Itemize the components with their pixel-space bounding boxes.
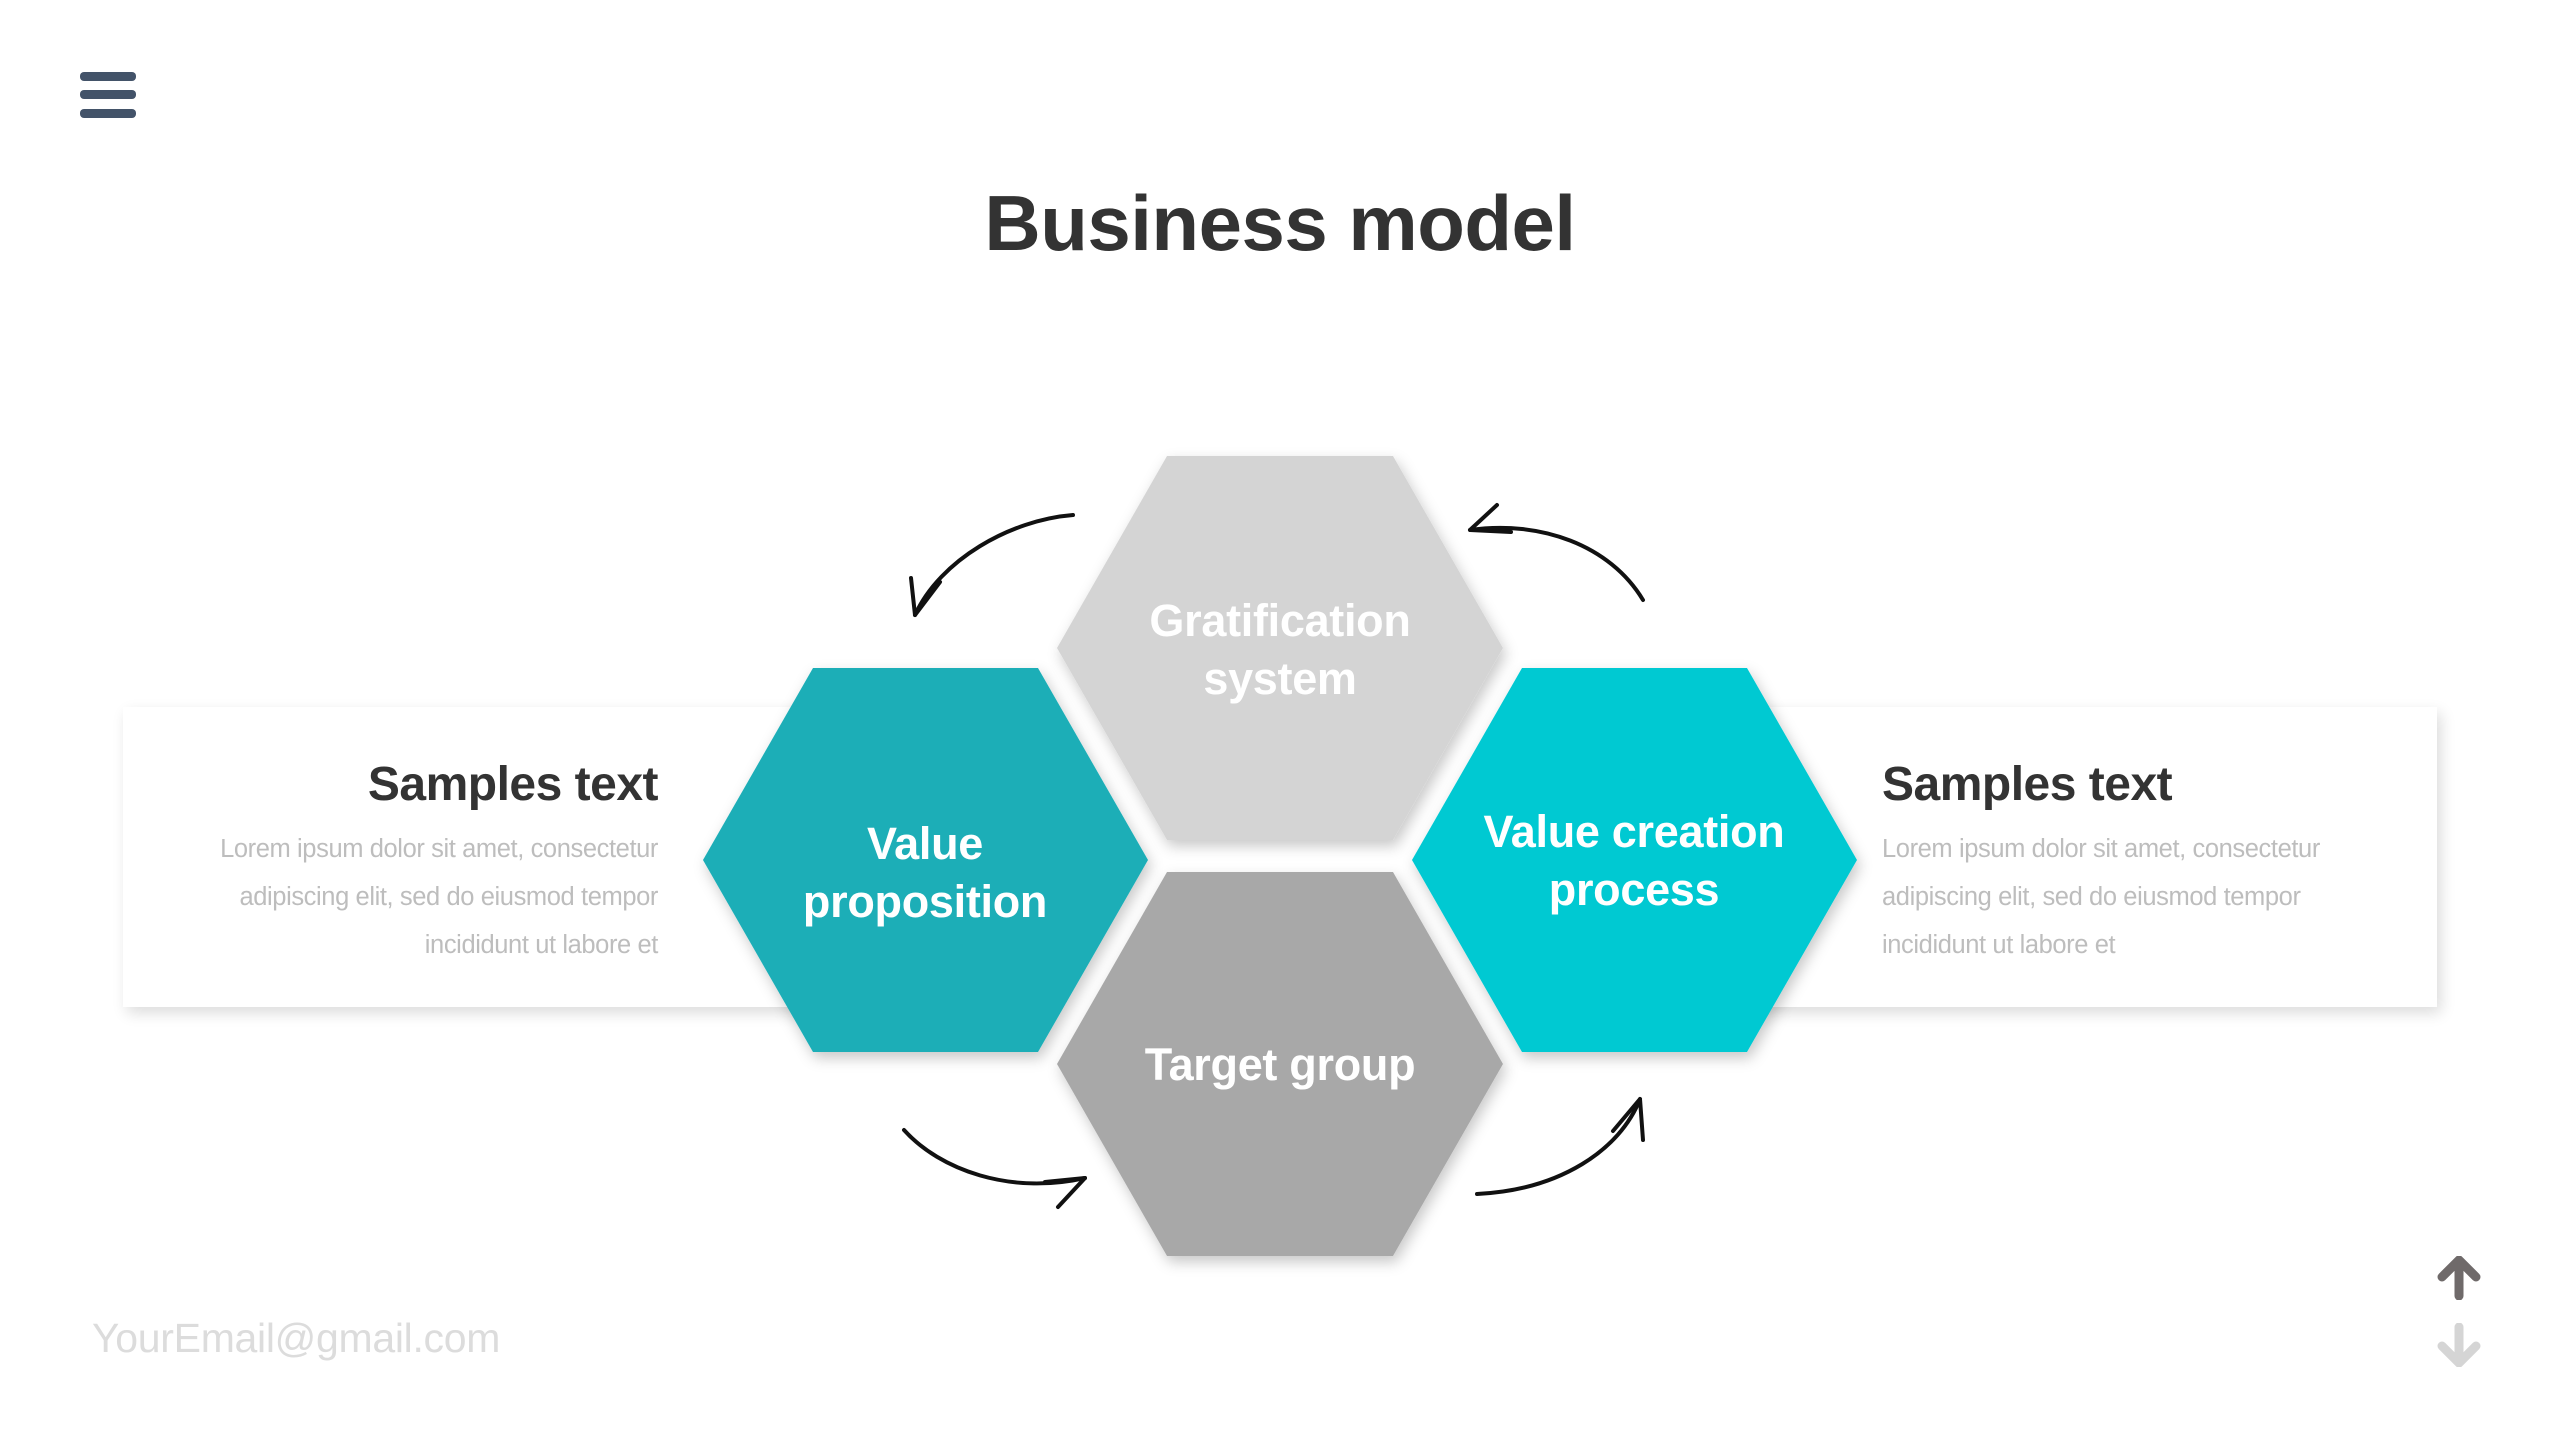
card-body-line: Lorem ipsum dolor sit amet, consectetur	[1882, 835, 2320, 863]
hexagon-left[interactable]	[703, 668, 1148, 1052]
menu-bar	[80, 109, 136, 118]
hexagon-top[interactable]	[1057, 456, 1503, 840]
hexagon-label-top: Gratification system	[1070, 592, 1490, 708]
text-card-left: Samples text Lorem ipsum dolor sit amet,…	[123, 707, 813, 1007]
hexagon-label-line: system	[1203, 653, 1357, 704]
hexagon-label-line: Target group	[1144, 1039, 1416, 1090]
hexagon-label-line: proposition	[802, 876, 1048, 927]
footer-email[interactable]: YourEmail@gmail.com	[92, 1315, 501, 1361]
hexagon-right[interactable]	[1412, 668, 1857, 1052]
hexagon-label-bottom: Target group	[1070, 1036, 1490, 1094]
card-heading: Samples text	[367, 758, 659, 811]
hamburger-menu-icon[interactable]	[80, 72, 136, 118]
card-body: Lorem ipsum dolor sit amet, consectetur …	[220, 825, 658, 969]
slide-title: Business model	[984, 179, 1576, 267]
curved-arrow-bottom-right	[1475, 1097, 1645, 1196]
hexagon-label-right: Value creation process	[1424, 803, 1844, 919]
hexagon-label-left: Value proposition	[715, 815, 1135, 931]
curved-arrow-top-right	[1468, 503, 1645, 602]
hexagon-label-line: Value	[866, 818, 984, 869]
arrow-down-icon[interactable]	[2436, 1323, 2482, 1367]
card-body: Lorem ipsum dolor sit amet, consectetur …	[1882, 825, 2320, 969]
hexagon-label-line: process	[1548, 864, 1720, 915]
arrow-up-icon[interactable]	[2436, 1256, 2482, 1300]
card-body-line: incididunt ut labore et	[424, 931, 659, 959]
hexagon-bottom[interactable]	[1057, 872, 1503, 1256]
curved-arrow-top-left	[909, 513, 1075, 617]
card-body-line: Lorem ipsum dolor sit amet, consectetur	[220, 835, 658, 863]
card-body-line: adipiscing elit, sed do eiusmod tempor	[239, 883, 658, 911]
hexagon-label-line: Gratification	[1149, 595, 1411, 646]
menu-bar	[80, 72, 136, 81]
curved-arrow-bottom-left	[902, 1128, 1087, 1209]
menu-bar	[80, 90, 136, 99]
card-body-line: adipiscing elit, sed do eiusmod tempor	[1882, 883, 2301, 911]
text-card-right: Samples text Lorem ipsum dolor sit amet,…	[1745, 707, 2437, 1007]
card-body-line: incididunt ut labore et	[1882, 931, 2116, 959]
card-heading: Samples text	[1882, 758, 2173, 811]
hexagon-label-line: Value creation	[1483, 806, 1785, 857]
